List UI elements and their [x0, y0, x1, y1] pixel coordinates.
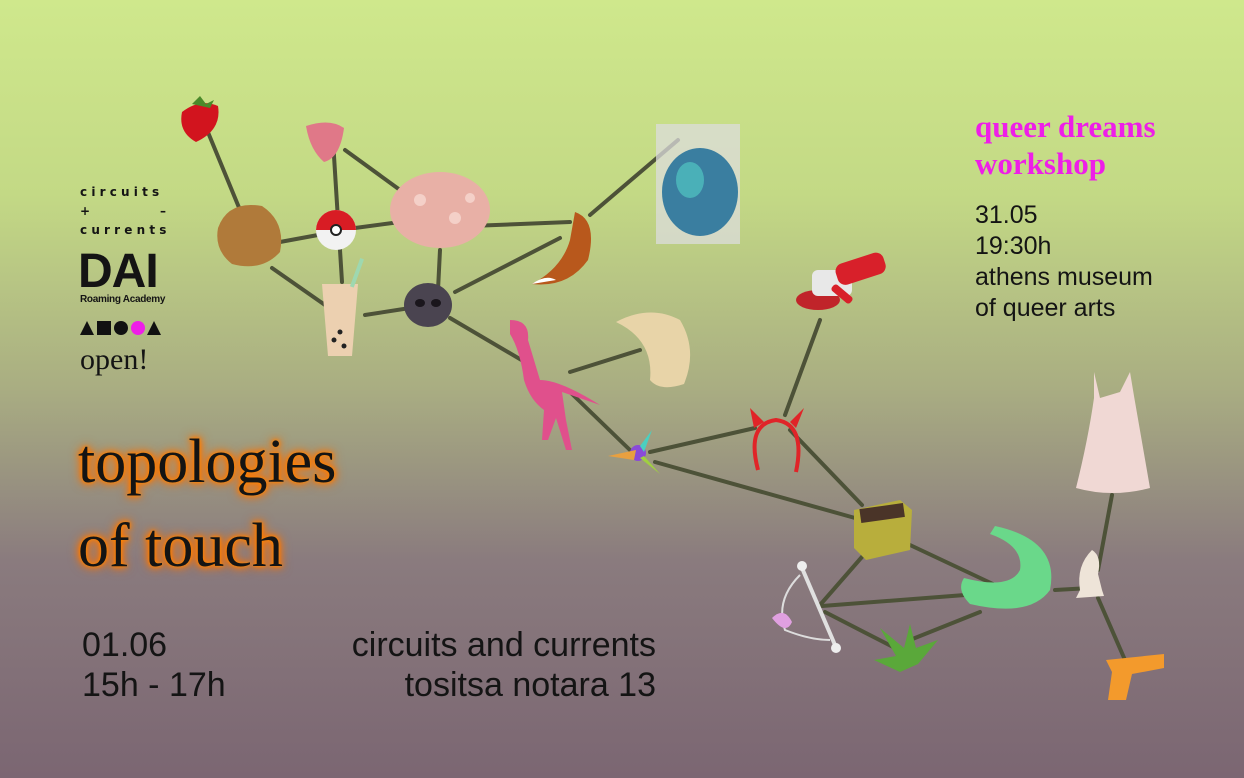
logo-currents: currents — [80, 223, 171, 237]
dai-logo: DAI — [78, 245, 159, 298]
open-label: open! — [80, 343, 149, 376]
title-line-1: topologies — [78, 428, 337, 496]
devil-horns-icon — [750, 408, 804, 473]
event-venue: circuits and currents — [351, 626, 656, 664]
title-line-2: of touch — [78, 512, 283, 580]
dai-subtitle: Roaming Academy — [80, 294, 166, 305]
beer-crate-icon — [854, 500, 912, 560]
workshop-place-2: of queer arts — [975, 294, 1116, 322]
strawberry-icon — [181, 96, 219, 142]
shapes-icon — [80, 321, 161, 335]
aloe-icon — [874, 624, 938, 672]
octopus-icon — [390, 172, 490, 248]
pokeball-icon — [316, 210, 356, 250]
fox-tail-icon — [532, 212, 592, 285]
workshop-time: 19:30h — [975, 232, 1052, 260]
circuits-currents-logo: circuits +– currents — [80, 183, 166, 240]
tongue-icon — [306, 122, 344, 162]
event-time: 15h - 17h — [82, 666, 226, 704]
logo-minus: – — [160, 204, 166, 218]
workshop-info: queer dreams workshop 31.05 19:30h athen… — [975, 108, 1156, 324]
workshop-place-1: athens museum — [975, 263, 1153, 291]
workshop-title: queer dreams workshop — [975, 108, 1156, 182]
chess-knight-icon — [1076, 550, 1104, 598]
workshop-date: 31.05 — [975, 201, 1038, 229]
workshop-title-line-2: workshop — [975, 146, 1106, 181]
slip-dress-icon — [1076, 372, 1150, 493]
fidget-spinner-icon — [608, 430, 660, 474]
main-title: topologies of touch — [78, 420, 336, 588]
workshop-details: 31.05 19:30h athens museum of queer arts — [975, 200, 1156, 324]
dental-mold-icon — [961, 526, 1052, 609]
angle-grinder-icon — [796, 252, 886, 310]
water-pistol-icon — [1106, 654, 1164, 700]
dumpling-icon — [616, 312, 691, 388]
zip-bag-icon — [656, 124, 740, 244]
fig-icon — [217, 204, 282, 267]
raptor-icon — [510, 320, 600, 450]
nipple-piercing-icon — [772, 561, 841, 653]
event-address: tositsa notara 13 — [404, 666, 656, 704]
event-date: 01.06 — [82, 626, 168, 664]
workshop-title-line-1: queer dreams — [975, 109, 1156, 144]
logo-plus: + — [80, 204, 91, 218]
dog-nose-icon — [404, 283, 452, 327]
shapes-logo — [80, 320, 164, 336]
logo-circuits: circuits — [80, 185, 164, 199]
bubble-tea-icon — [322, 258, 364, 356]
